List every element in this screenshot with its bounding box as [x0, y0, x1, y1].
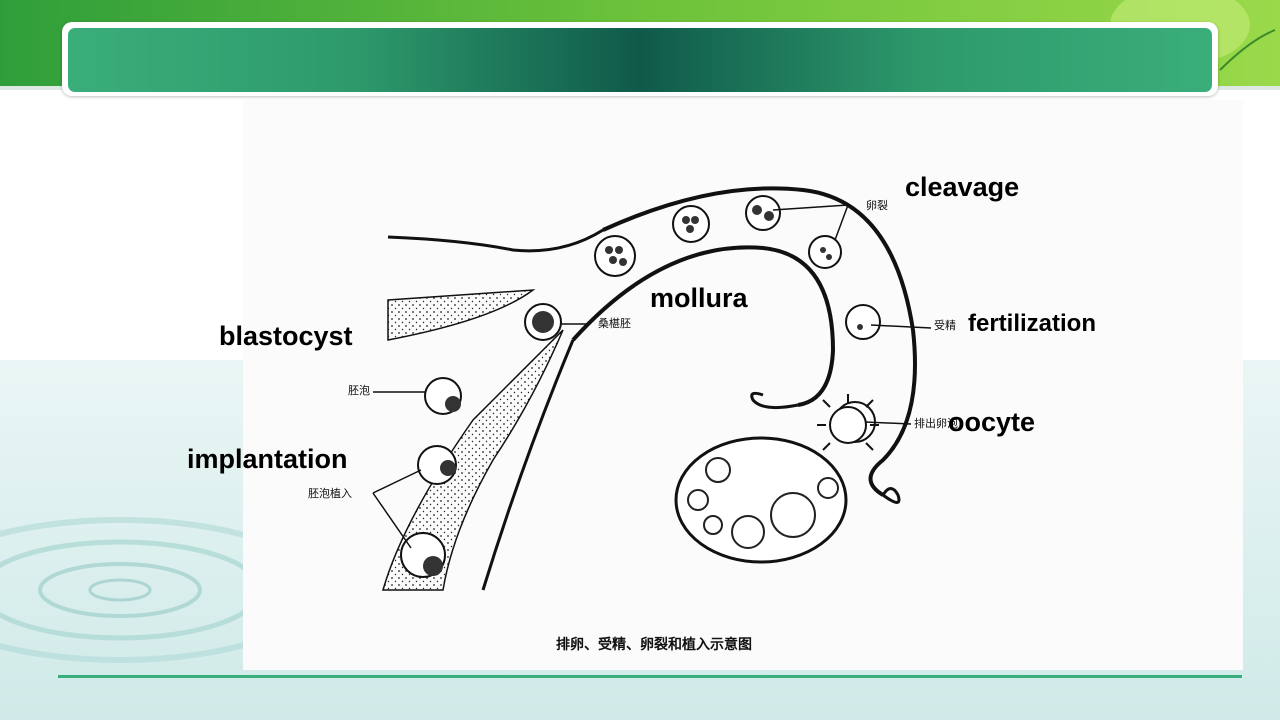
oocyte-label: oocyte	[948, 407, 1036, 437]
ovulation-cn-label: 排出卵泡	[914, 417, 958, 430]
oviduct-inner-fimbria	[750, 391, 799, 410]
mollura-label: mollura	[650, 283, 748, 313]
uterine-wall-lower	[382, 329, 564, 591]
implantation-cn-label: 胚泡植入	[308, 487, 352, 500]
ovary-follicles	[687, 457, 839, 549]
embryo-cells	[423, 205, 863, 576]
cleavage-cn-label: 卵裂	[866, 199, 888, 212]
title-bar-gradient	[68, 28, 1212, 92]
callout-lines	[372, 204, 932, 549]
blastocyst-label: blastocyst	[219, 321, 353, 351]
fertilization-label: fertilization	[968, 310, 1097, 337]
diagram-caption: 排卵、受精、卵裂和植入示意图	[556, 637, 752, 653]
blastocyst-cn-label: 胚泡	[348, 384, 370, 397]
ovary	[674, 436, 848, 564]
footer-divider	[58, 675, 1242, 678]
fertilization-cn-label: 受精	[934, 319, 956, 332]
ovulation-fertilization-diagram	[372, 186, 932, 591]
morula-cn-label: 桑椹胚	[598, 317, 631, 330]
title-bar	[62, 22, 1218, 96]
implantation-label: implantation	[187, 444, 348, 474]
oviduct-outer	[602, 186, 917, 497]
ovulating-oocyte	[817, 394, 879, 451]
oviduct-inner	[571, 245, 836, 407]
uterine-wall-upper	[387, 289, 536, 341]
oviduct-outer-fimbria	[881, 487, 901, 504]
uterus-outline-top	[387, 228, 604, 253]
uterus-outline-inner	[481, 339, 575, 591]
cleavage-label: cleavage	[905, 172, 1020, 202]
